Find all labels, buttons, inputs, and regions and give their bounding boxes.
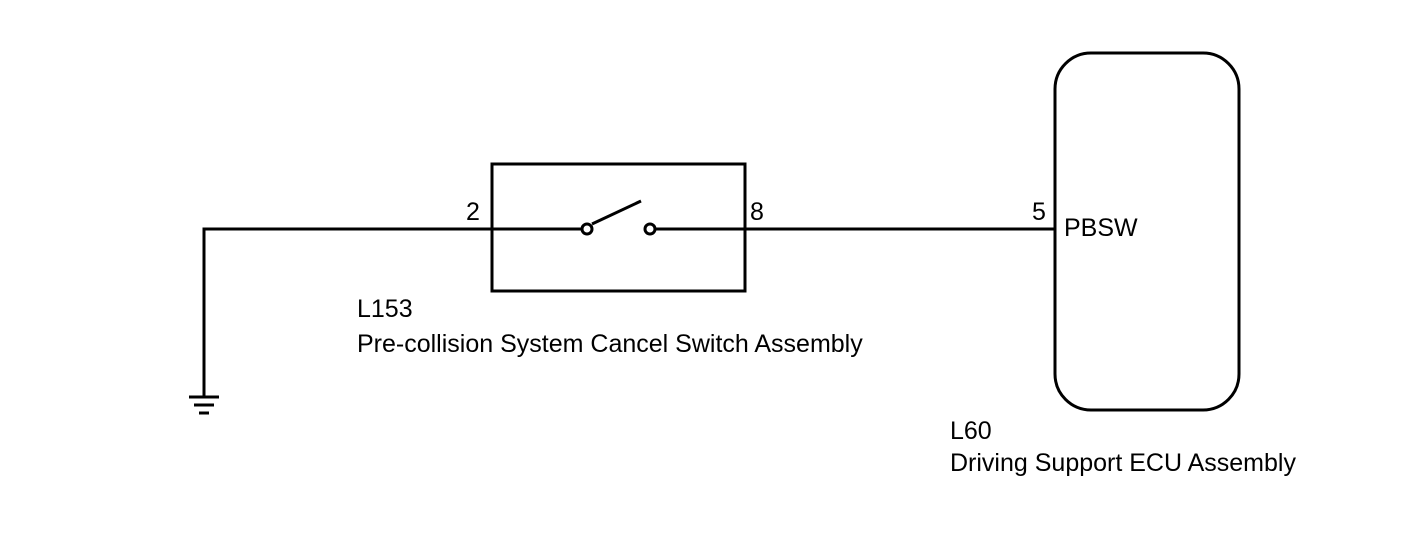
ecu-component-code: L60: [950, 417, 992, 445]
switch-pin-right: 8: [750, 198, 764, 226]
ecu-component-name: Driving Support ECU Assembly: [950, 449, 1296, 477]
ground-wire: [202, 227, 492, 397]
ecu-pin: 5: [1032, 198, 1046, 226]
ecu-assembly-box: [1053, 51, 1241, 412]
switch-component-code: L153: [357, 295, 413, 323]
ecu-terminal-label: PBSW: [1064, 214, 1138, 242]
switch-pin-left: 2: [466, 198, 480, 226]
ground-icon: [189, 395, 219, 415]
switch-component-name: Pre-collision System Cancel Switch Assem…: [357, 330, 863, 358]
switch-icon: [492, 199, 745, 236]
